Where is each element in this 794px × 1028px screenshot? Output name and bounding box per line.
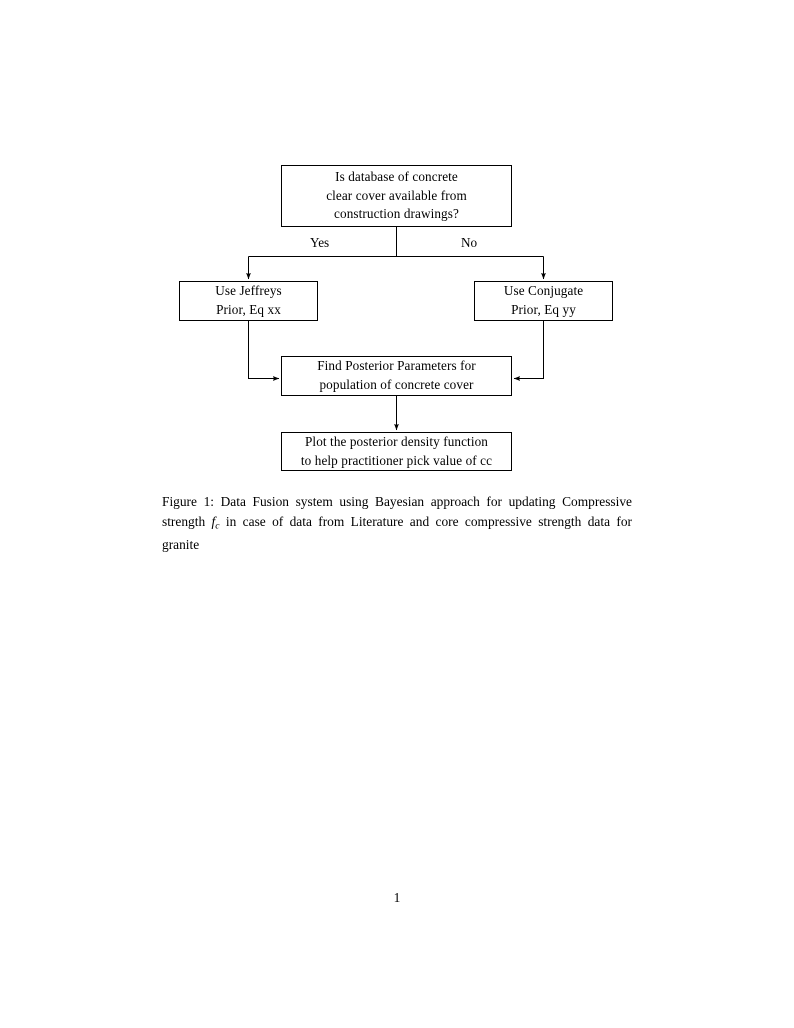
node-text-line: Find Posterior Parameters for: [317, 358, 476, 374]
node-text-line: Use Conjugate: [503, 283, 584, 299]
node-text-line: population of concrete cover: [319, 377, 474, 392]
caption-math-symbol: f: [211, 514, 216, 530]
caption-math-subscript: c: [215, 520, 220, 532]
node-text-line: Prior, Eq xx: [216, 302, 281, 317]
use-conjugate-prior: Use Conjugate Prior, Eq yy: [474, 281, 613, 321]
plot-posterior-density: Plot the posterior density function to h…: [281, 432, 512, 471]
figure-caption: Figure 1: Data Fusion system using Bayes…: [162, 492, 632, 555]
edge-label-yes: Yes: [308, 235, 332, 250]
node-text-line: Is database of concrete: [335, 168, 458, 184]
edge-label-no: No: [459, 235, 480, 250]
node-text-line: construction drawings?: [334, 206, 459, 222]
page-number: 1: [393, 890, 401, 905]
use-jeffreys-prior: Use Jeffreys Prior, Eq xx: [179, 281, 318, 321]
flowchart-connectors: [246, 227, 546, 431]
node-text-line: Plot the posterior density function: [305, 433, 488, 449]
caption-text-before: Data Fusion system using Bayesian approa…: [162, 494, 632, 530]
node-text-line: Use Jeffreys: [215, 283, 282, 299]
decision-database-available: Is database of concrete clear cover avai…: [281, 165, 512, 227]
find-posterior-parameters: Find Posterior Parameters for population…: [281, 356, 512, 396]
caption-label: Figure 1:: [162, 494, 214, 509]
edge-jeffreys-to-posterior: [248, 321, 280, 381]
node-text-line: to help practitioner pick value of cc: [300, 452, 493, 468]
caption-text-after: in case of data from Literature and core…: [162, 514, 632, 552]
node-text-line: Prior, Eq yy: [511, 302, 576, 317]
edge-conjugate-to-posterior: [513, 321, 544, 381]
node-text-line: clear cover available from: [326, 187, 467, 203]
flowchart-figure: Is database of concrete clear cover avai…: [0, 0, 794, 500]
